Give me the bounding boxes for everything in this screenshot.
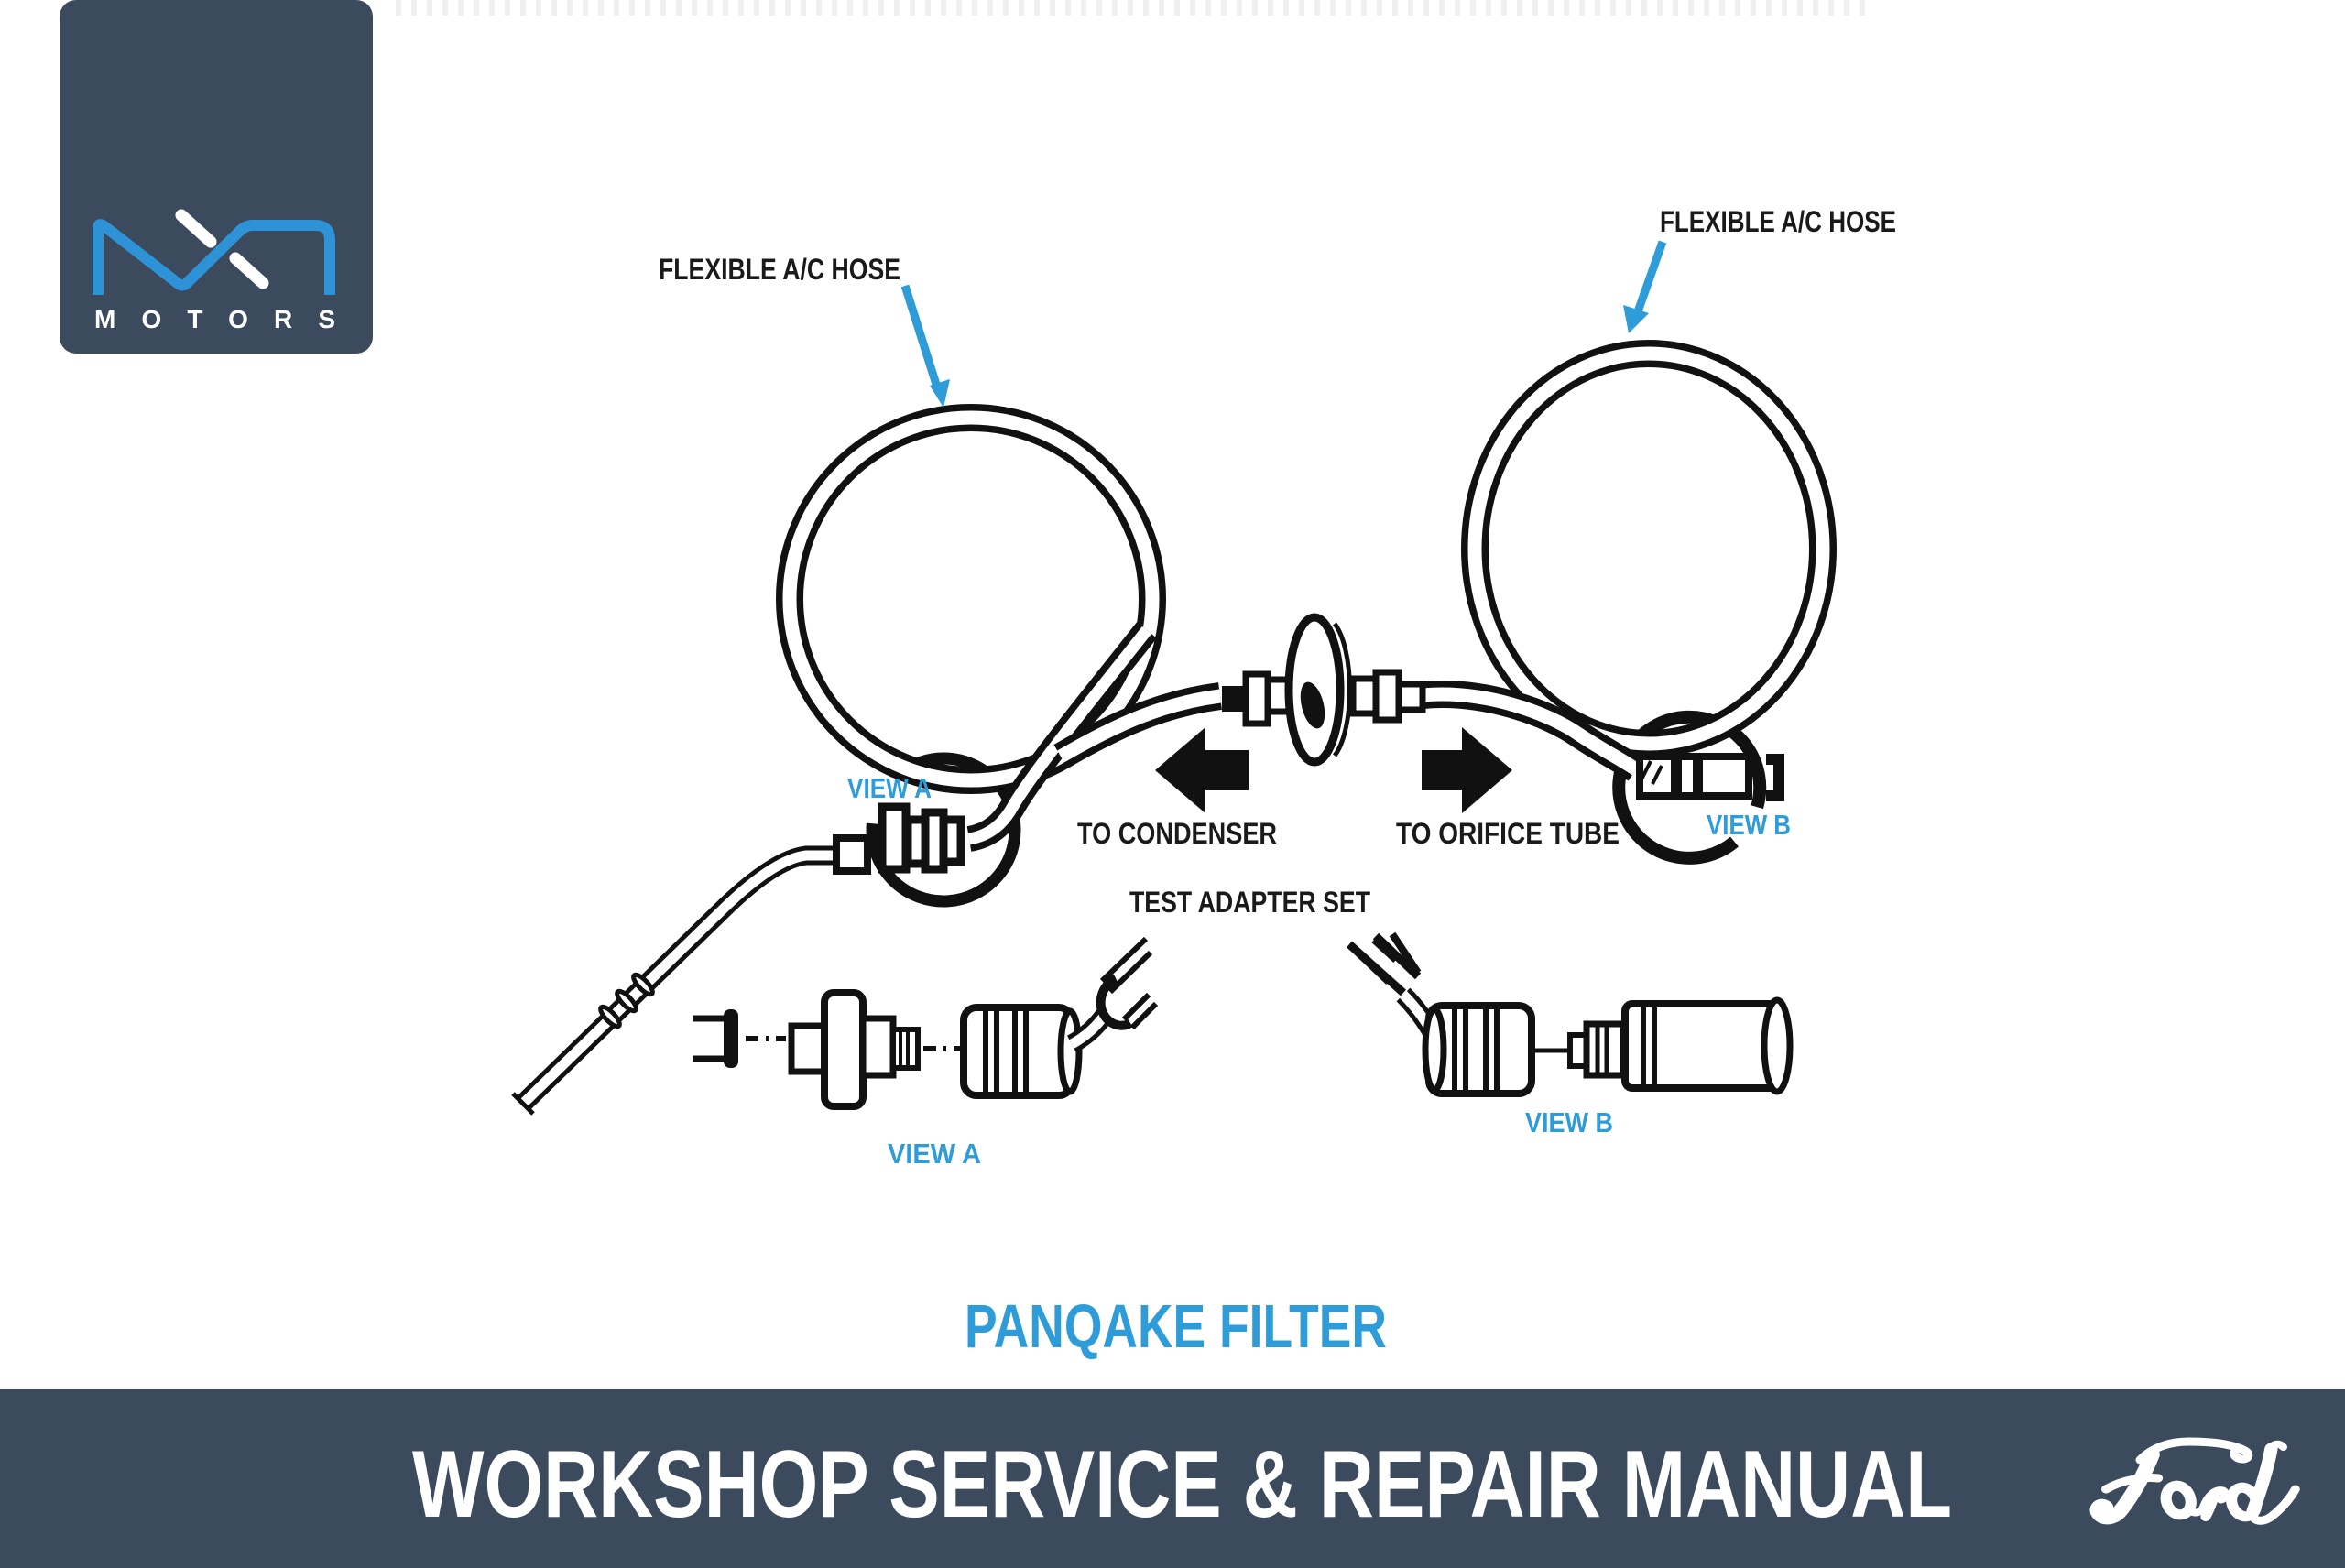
svg-text:TEST ADAPTER SET: TEST ADAPTER SET [1129, 886, 1370, 919]
svg-text:VIEW A: VIEW A [888, 1138, 981, 1170]
svg-text:VIEW B: VIEW B [1707, 809, 1791, 841]
svg-text:TO ORIFICE TUBE: TO ORIFICE TUBE [1396, 817, 1620, 850]
svg-text:WORKSHOP SERVICE & REPAIR MANU: WORKSHOP SERVICE & REPAIR MANUAL [412, 1432, 1952, 1538]
svg-text:VIEW A: VIEW A [847, 772, 932, 804]
svg-text:VIEW B: VIEW B [1525, 1106, 1613, 1138]
svg-text:PANQAKE FILTER: PANQAKE FILTER [965, 1292, 1387, 1361]
svg-text:TO CONDENSER: TO CONDENSER [1077, 817, 1277, 850]
svg-text:FLEXIBLE A/C HOSE: FLEXIBLE A/C HOSE [659, 253, 900, 286]
svg-text:FLEXIBLE A/C HOSE: FLEXIBLE A/C HOSE [1660, 205, 1896, 238]
